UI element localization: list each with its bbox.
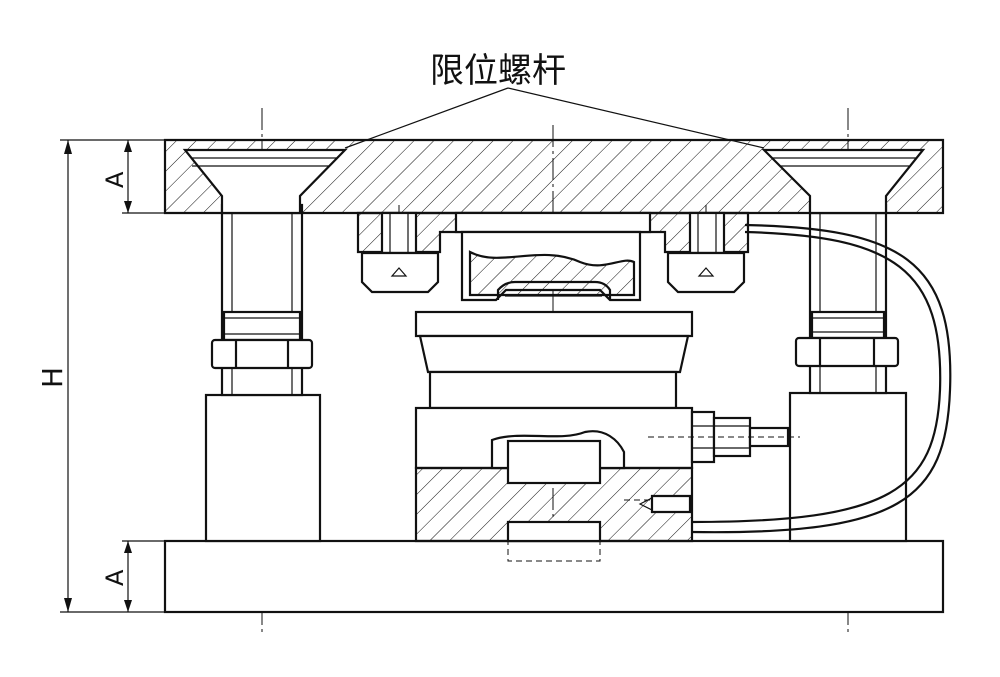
- load-cell-inner-block: [506, 439, 602, 485]
- left-lock-nut: [210, 338, 314, 370]
- cable-gland: [638, 410, 800, 514]
- pressure-head: [356, 211, 750, 302]
- left-column: [204, 203, 322, 543]
- load-cell: [414, 310, 694, 562]
- height-label: H: [36, 367, 69, 388]
- base-plate: [163, 539, 945, 614]
- callout-label: 限位螺杆: [430, 51, 566, 91]
- top-plate-label: A: [101, 171, 129, 188]
- dimension-height: H: [36, 139, 165, 613]
- right-limit-bolt-head: [666, 251, 746, 294]
- load-cell-top-cap: [414, 310, 694, 338]
- left-limit-bolt: [360, 211, 440, 294]
- top-plate: [163, 138, 945, 215]
- load-cell-body: [428, 370, 678, 410]
- dimension-base-plate: A: [101, 540, 165, 612]
- limit-bolt-callout: 限位螺杆: [344, 51, 765, 149]
- left-column-base-block: [204, 393, 322, 543]
- left-limit-bolt-head: [360, 251, 440, 294]
- right-column: [788, 203, 908, 543]
- base-plate-label: A: [101, 569, 129, 586]
- sensor-cable-inner: [691, 230, 942, 524]
- sensor-cable: [691, 223, 952, 534]
- right-lock-nut: [794, 336, 900, 368]
- load-cell-taper: [418, 334, 690, 374]
- dimension-top-plate: A: [101, 140, 165, 214]
- right-column-base-block: [788, 391, 908, 543]
- right-limit-bolt: [666, 211, 746, 294]
